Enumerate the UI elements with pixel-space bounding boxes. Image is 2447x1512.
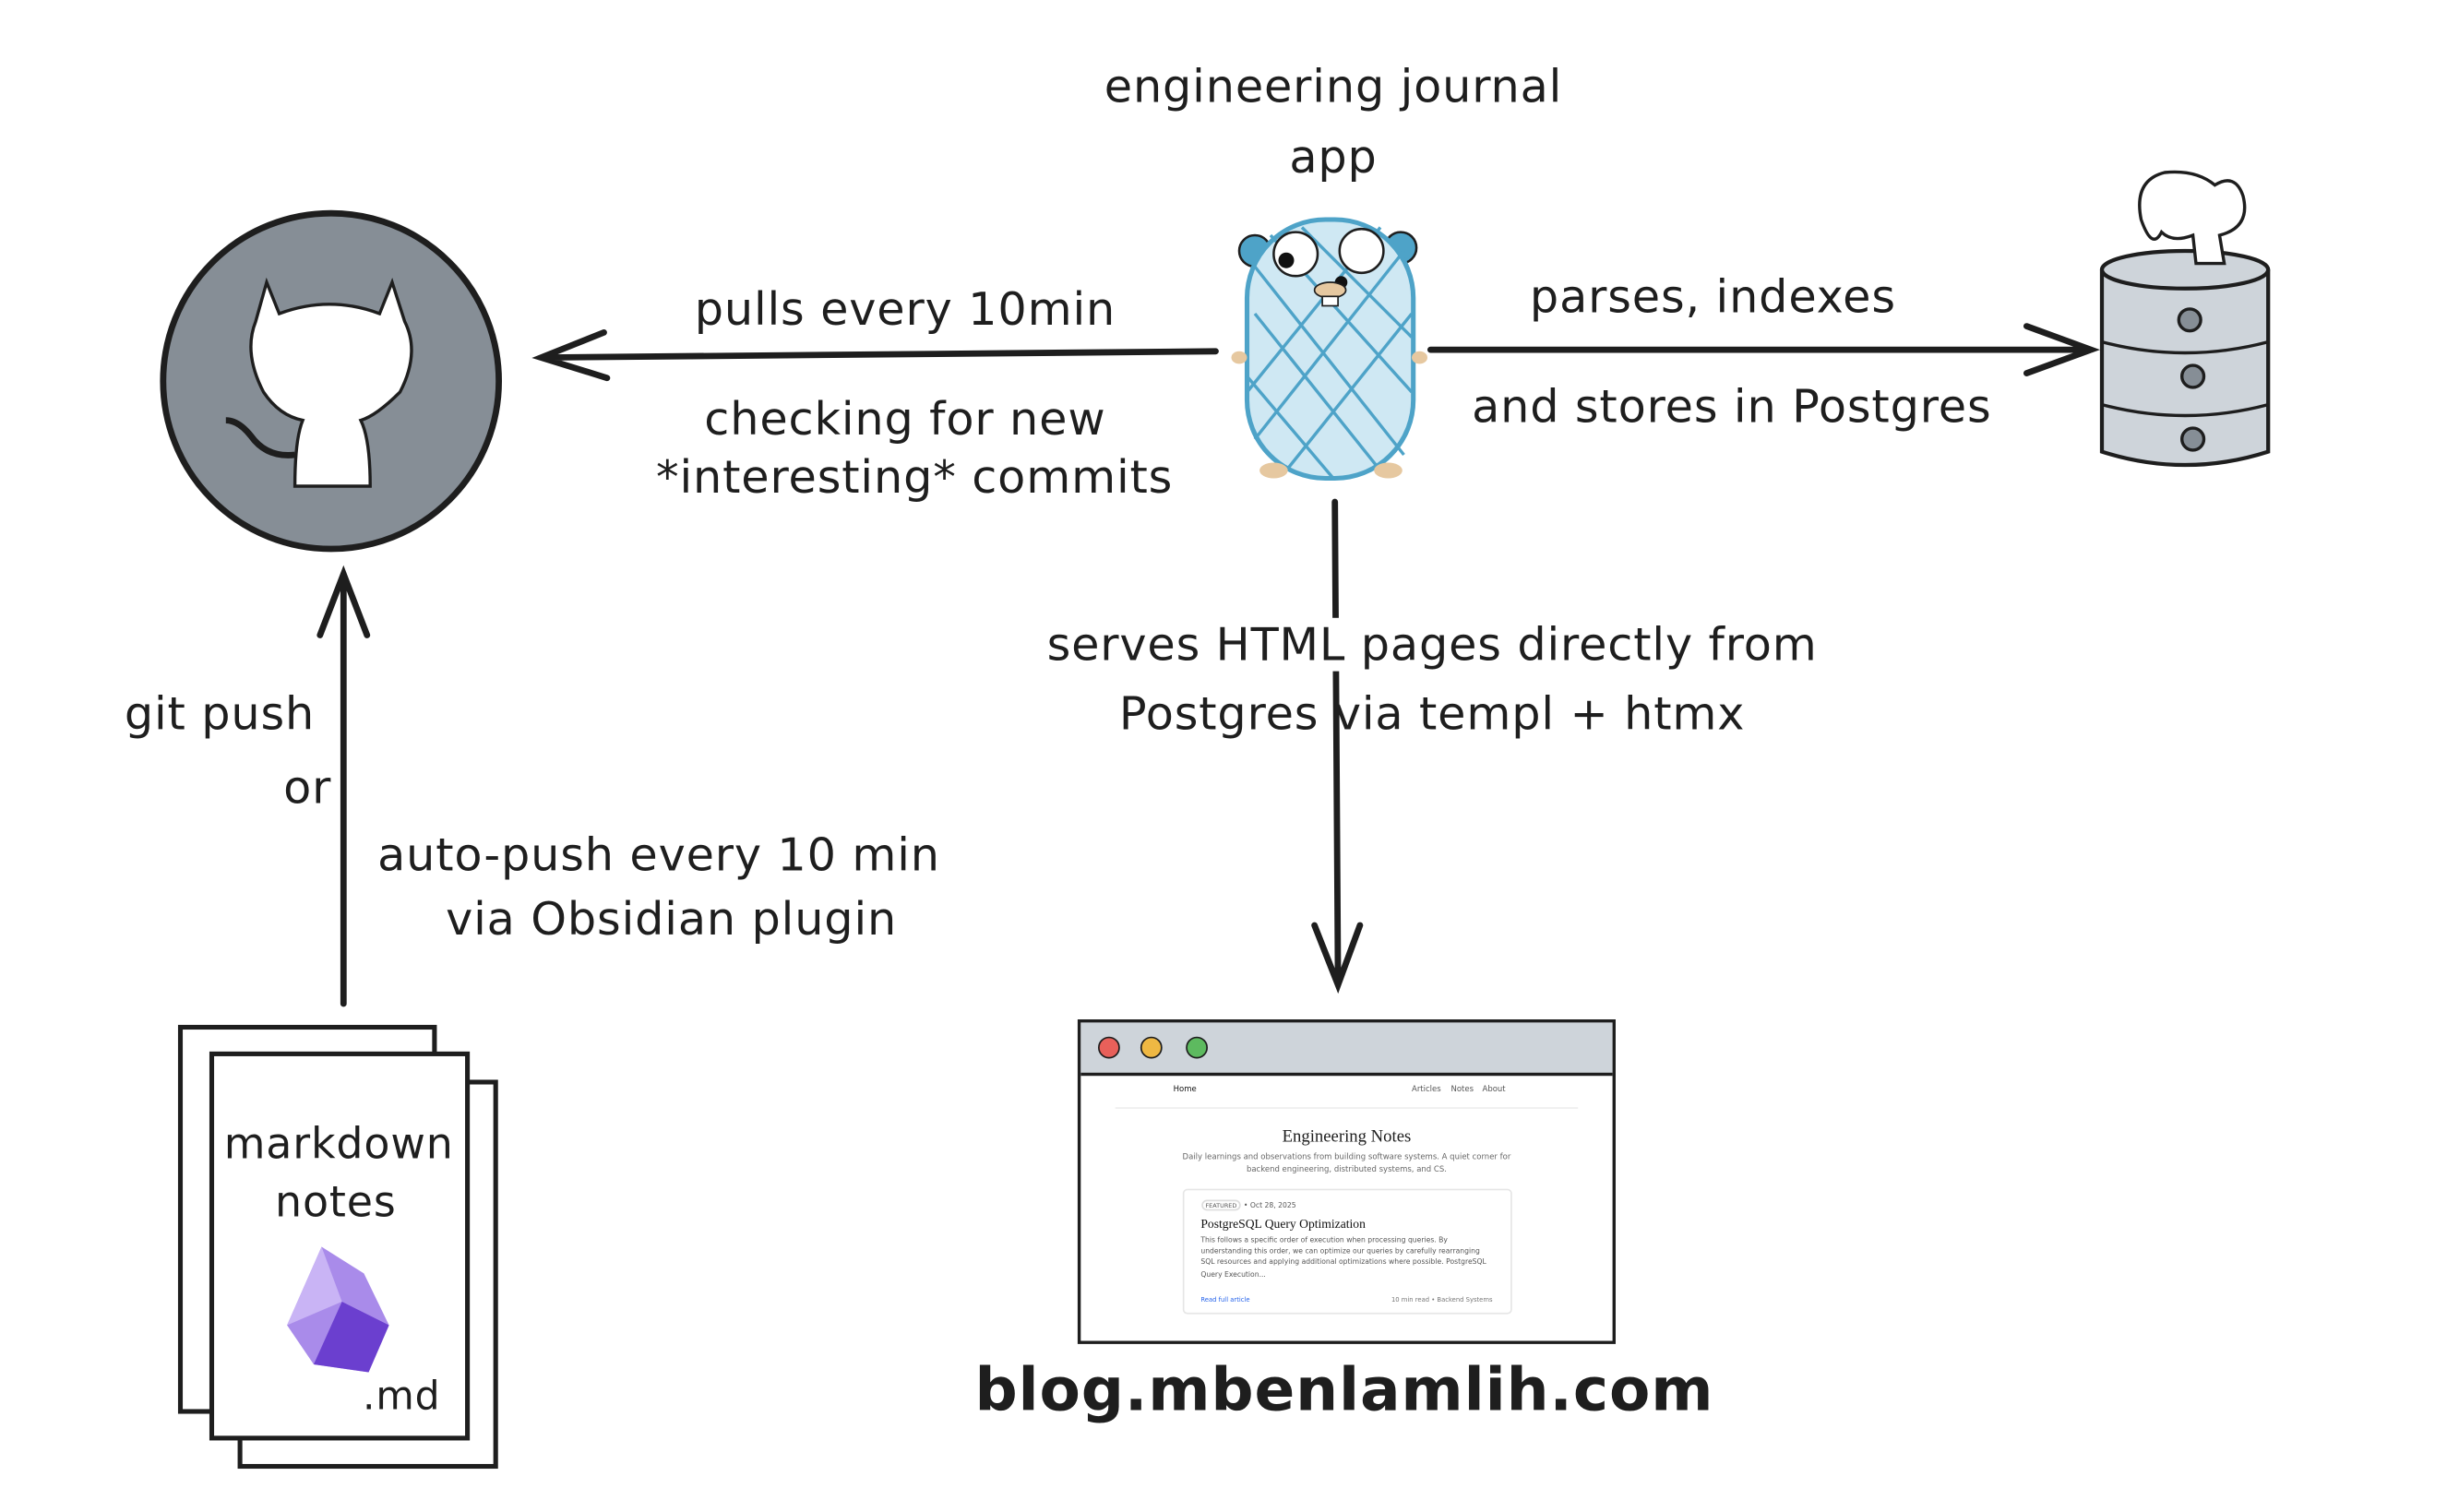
site-heading: Engineering Notes — [1282, 1127, 1412, 1147]
pull-label-3: *interesting* commits — [655, 449, 1174, 504]
featured-badge: FEATURED — [1200, 1199, 1242, 1211]
nav-articles[interactable]: Articles — [1412, 1085, 1441, 1095]
arrow-push — [316, 565, 371, 1007]
markdown-notes-icon — [177, 1024, 498, 1470]
gopher-icon — [1231, 217, 1427, 482]
site-nav: Home Articles Notes About — [1115, 1076, 1579, 1109]
obsidian-icon — [287, 1246, 389, 1373]
notes-label-2: notes — [275, 1178, 397, 1228]
push-label-4: via Obsidian plugin — [446, 892, 898, 946]
site-subtitle: Daily learnings and observations from bu… — [1182, 1152, 1511, 1174]
postgres-database-icon — [2099, 170, 2271, 468]
article-meta: 10 min read • Backend Systems — [1391, 1295, 1493, 1304]
app-title-line1: engineering journal — [1104, 59, 1563, 113]
push-label-or: or — [283, 760, 332, 815]
store-label: parses, indexes — [1529, 269, 1896, 324]
article-title[interactable]: PostgreSQL Query Optimization — [1200, 1217, 1366, 1232]
arrow-pull — [531, 329, 1219, 382]
md-extension: .md — [362, 1373, 441, 1419]
github-icon — [160, 209, 503, 553]
minimize-dot[interactable] — [1140, 1036, 1163, 1059]
push-label-3: auto-push every 10 min — [377, 827, 940, 882]
nav-home[interactable]: Home — [1173, 1085, 1197, 1095]
serve-label: serves HTML pages directly from — [1046, 617, 1818, 672]
close-dot[interactable] — [1098, 1036, 1120, 1059]
nav-notes[interactable]: Notes — [1450, 1085, 1474, 1095]
serve-label-2: Postgres via templ + htmx — [1118, 686, 1746, 741]
maximize-dot[interactable] — [1186, 1036, 1208, 1059]
pull-label: pulls every 10min — [694, 282, 1116, 336]
push-label: git push — [124, 686, 316, 741]
arrow-serve — [1311, 498, 1364, 994]
browser-window: Home Articles Notes About Engineering No… — [1077, 1019, 1616, 1344]
store-label-2: and stores in Postgres — [1472, 379, 1992, 434]
blog-url: blog.mbenlamlih.com — [974, 1354, 1714, 1424]
featured-article-card[interactable]: FEATURED • Oct 28, 2025 PostgreSQL Query… — [1181, 1188, 1511, 1315]
article-date: Oct 28, 2025 — [1249, 1202, 1296, 1211]
read-article-link[interactable]: Read full article — [1200, 1295, 1250, 1304]
pull-label-2: checking for new — [704, 392, 1106, 446]
nav-about[interactable]: About — [1482, 1085, 1506, 1095]
arrow-store — [1427, 323, 2100, 377]
app-title-line2: app — [1289, 130, 1378, 184]
article-excerpt: This follows a specific order of executi… — [1200, 1237, 1486, 1280]
notes-label: markdown — [223, 1120, 454, 1170]
browser-titlebar — [1080, 1022, 1613, 1077]
